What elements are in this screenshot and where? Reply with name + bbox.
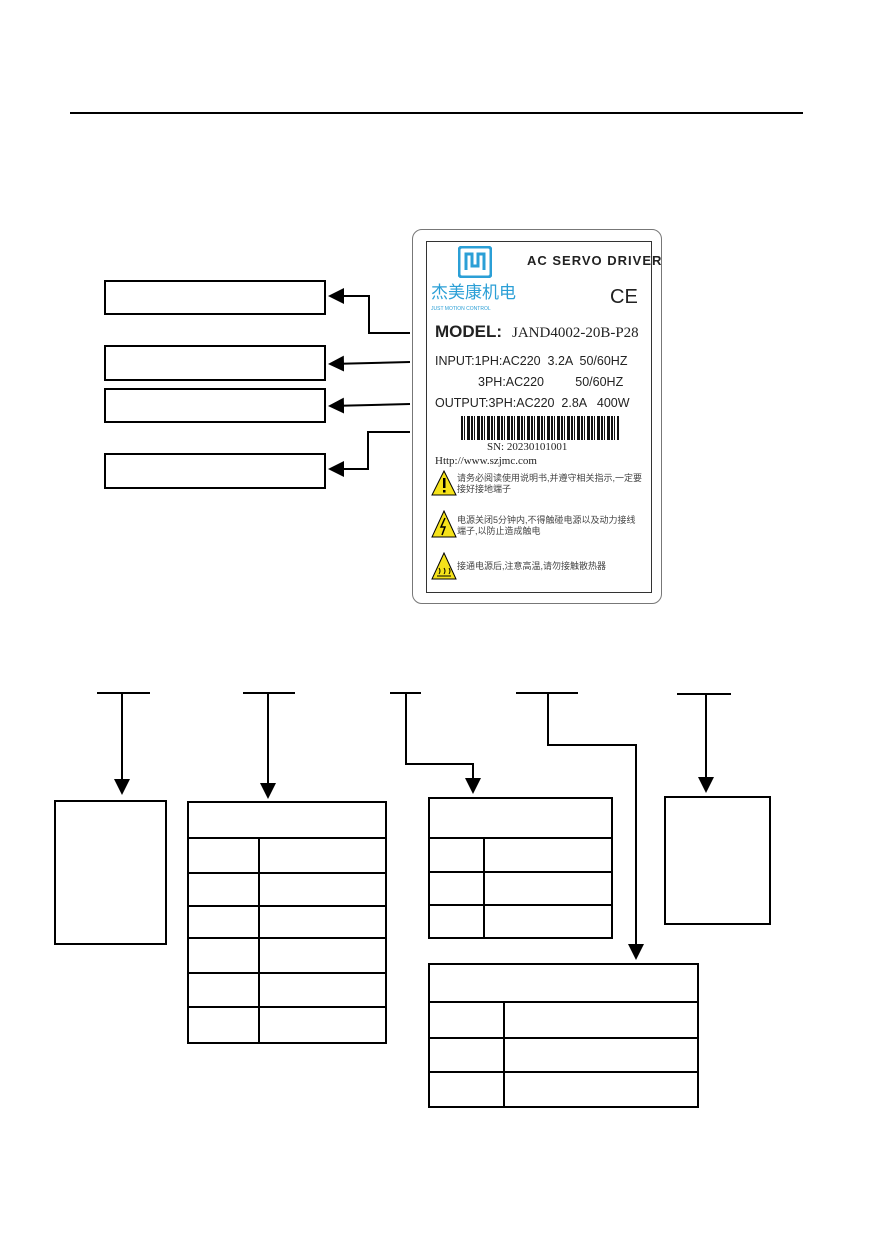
brand-logo-icon: [458, 246, 492, 278]
model-value: JAND4002-20B-P28: [512, 325, 639, 341]
warning-text-manual: 请务必阅读使用说明书,并遵守相关指示,一定要接好接地端子: [457, 473, 643, 494]
website: Http://www.szjmc.com: [435, 455, 537, 467]
power-table: [187, 801, 387, 1044]
warning-exclamation-icon: [431, 470, 457, 496]
warning-text-hot: 接通电源后,注意高温,请勿接触散热器: [457, 561, 607, 571]
ce-mark: CE: [610, 286, 638, 308]
series-box: [54, 800, 167, 945]
product-title: AC SERVO DRIVER: [527, 253, 663, 268]
input-callout-box: [104, 345, 326, 381]
serial-callout-box: [104, 453, 326, 489]
brand-name-en: JUST MOTION CONTROL: [431, 306, 491, 312]
warning-text-shock: 电源关闭5分钟内,不得触碰电源以及动力接线端子,以防止造成触电: [457, 515, 636, 536]
brand-name-cn: 杰美康机电: [431, 283, 516, 302]
output-callout-box: [104, 388, 326, 423]
model-label: MODEL:: [435, 322, 503, 341]
electric-shock-icon: [431, 510, 457, 538]
model-callout-box: [104, 280, 326, 315]
nameplate: AC SERVO DRIVER 杰美康机电 JUST MOTION CONTRO…: [412, 229, 662, 604]
serial-number: SN: 20230101001: [487, 441, 568, 453]
voltage-table: [428, 797, 613, 939]
barcode: [461, 416, 619, 440]
input-1ph: INPUT:1PH:AC220 3.2A 50/60HZ: [435, 354, 628, 368]
encoder-table: [428, 963, 699, 1108]
option-box: [664, 796, 771, 925]
input-3ph: 3PH:AC220 50/60HZ: [478, 375, 624, 389]
output-spec: OUTPUT:3PH:AC220 2.8A 400W: [435, 396, 630, 410]
hot-surface-icon: [431, 552, 457, 580]
